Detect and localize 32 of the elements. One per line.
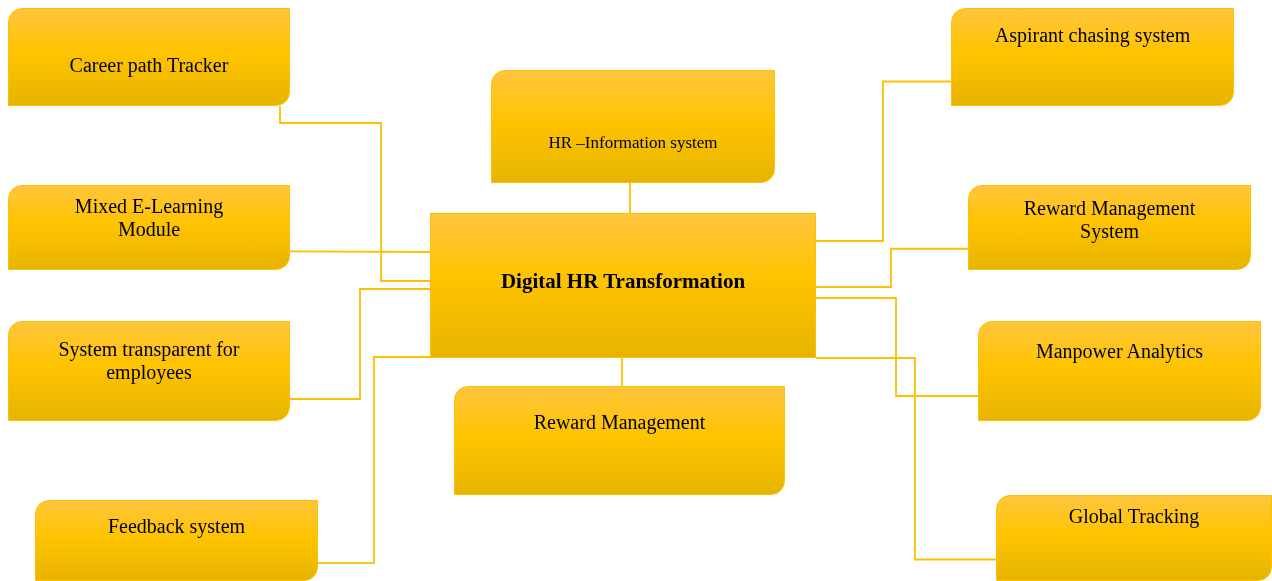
- connector-line: [815, 357, 997, 561]
- topic-label: Reward Management: [533, 411, 706, 434]
- topic-box: [454, 386, 785, 495]
- topic-box: [951, 8, 1234, 106]
- topic-box: [35, 500, 318, 581]
- topic-box: [8, 321, 290, 421]
- topic-label: Aspirant chasing system: [994, 23, 1191, 47]
- topic-label: Manpower Analytics: [1035, 339, 1204, 363]
- topic-label: HR –Information system: [548, 132, 718, 153]
- topic-label: Career path Tracker: [69, 53, 229, 77]
- connector-line: [815, 297, 979, 397]
- topic-label: Reward Management System: [1022, 196, 1197, 243]
- connector-line: [289, 250, 431, 253]
- center-box: [430, 213, 816, 358]
- topic-label: Global Tracking: [1068, 504, 1200, 528]
- topic-box: [491, 70, 775, 183]
- connector-line: [815, 80, 952, 242]
- connector-line: [621, 357, 623, 387]
- topic-box: [978, 321, 1261, 421]
- topic-box: [996, 495, 1272, 581]
- connector-line: [815, 247, 969, 288]
- connector-line: [317, 356, 431, 565]
- topic-box: [8, 185, 290, 270]
- connector-line: [289, 288, 431, 400]
- topic-label: Mixed E-Learning Module: [73, 194, 225, 241]
- topic-box: [968, 185, 1251, 270]
- connector-line: [279, 105, 431, 282]
- topic-box: [8, 8, 290, 106]
- topic-label: Feedback system: [107, 515, 246, 538]
- connector-line: [629, 182, 631, 214]
- center-label: Digital HR Transformation: [500, 269, 746, 294]
- topic-label: System transparent for employees: [57, 338, 241, 384]
